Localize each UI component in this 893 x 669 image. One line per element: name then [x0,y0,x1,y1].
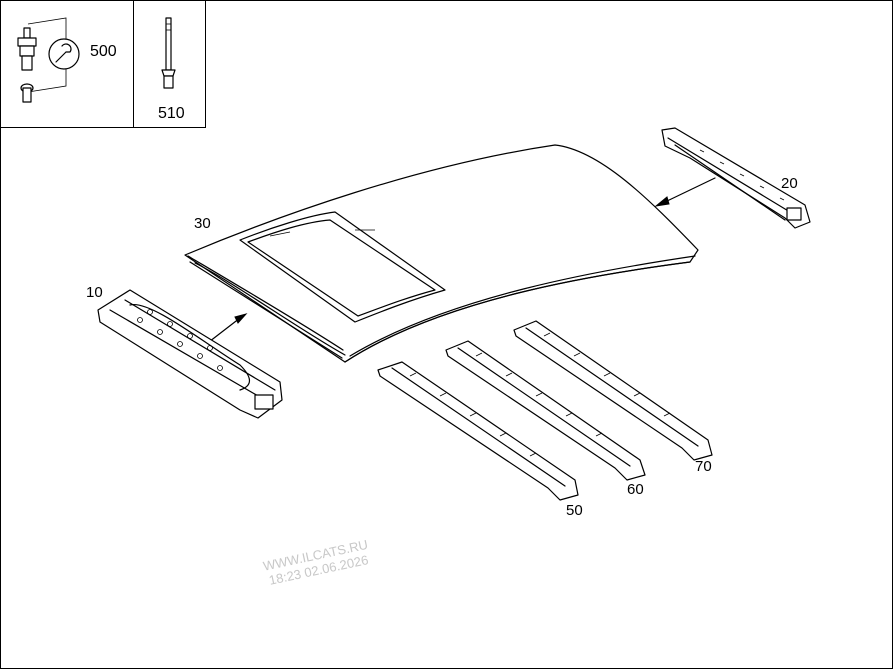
legend-label-510: 510 [158,105,185,122]
arrow-20 [654,177,716,207]
part-label-10: 10 [86,284,103,301]
part-label-30: 30 [194,215,211,232]
roof-bow-60 [445,340,646,481]
part-label-50: 50 [566,502,583,519]
roof-panel-30 [184,144,699,363]
wrench-icon [48,38,80,70]
rivet-icon [161,17,176,89]
roof-bow-70 [513,320,713,461]
part-label-20: 20 [781,175,798,192]
crossmember-10 [97,289,283,419]
legend-label-500: 500 [90,43,117,60]
roof-bow-50 [377,361,579,501]
part-label-60: 60 [627,481,644,498]
fastener-set-icon [17,17,67,103]
sunroof-opening [239,211,446,323]
legend-divider [133,0,134,127]
crossmember-holes [137,309,223,371]
part-label-70: 70 [695,458,712,475]
legend-box [0,0,206,128]
crossmember-20 [661,127,811,229]
